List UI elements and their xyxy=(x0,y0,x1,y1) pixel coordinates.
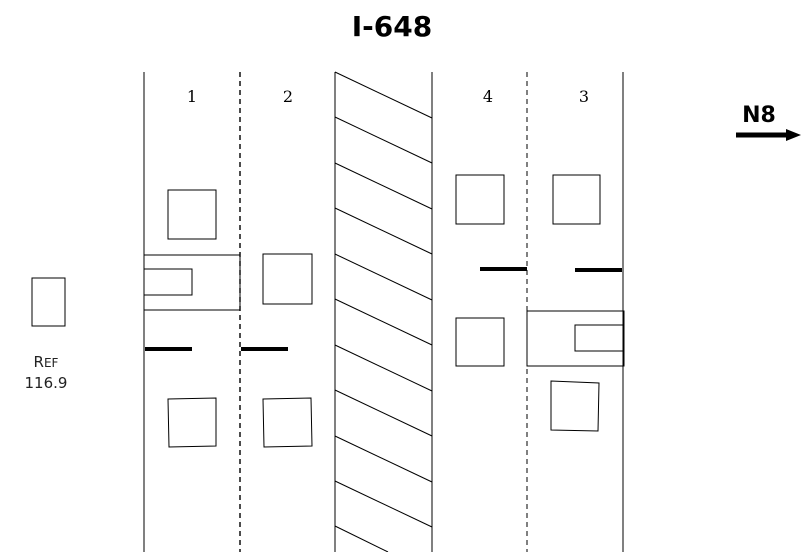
lane4-upper-sensor-box xyxy=(455,174,505,225)
reference-marker-box xyxy=(31,277,66,327)
median-hatched-area xyxy=(334,71,433,552)
reference-label: REF xyxy=(34,353,59,371)
lane-number-4: 4 xyxy=(483,87,493,106)
lane2-lower-sensor-box xyxy=(262,397,313,448)
lane3-lower-sensor-box xyxy=(550,380,600,432)
north-arrow-icon xyxy=(736,129,801,141)
lane-number-3: 3 xyxy=(579,87,589,106)
lane-number-2: 2 xyxy=(283,87,293,106)
lane3-sensor-housing xyxy=(526,310,625,367)
lane1-inner-sensor xyxy=(143,268,193,296)
north-arrow-label: N8 xyxy=(742,103,776,128)
reference-value: 116.9 xyxy=(25,374,68,392)
lane4-lower-sensor-box xyxy=(455,317,505,367)
lane3-inner-sensor xyxy=(574,324,624,352)
lane2-upper-sensor-box xyxy=(262,253,313,305)
lane1-lower-sensor-box xyxy=(167,397,217,448)
lane1-upper-sensor-box xyxy=(167,189,217,240)
lane3-upper-sensor-box xyxy=(552,174,601,225)
diagram-title: I-648 xyxy=(352,10,433,43)
lane-number-1: 1 xyxy=(187,87,197,106)
